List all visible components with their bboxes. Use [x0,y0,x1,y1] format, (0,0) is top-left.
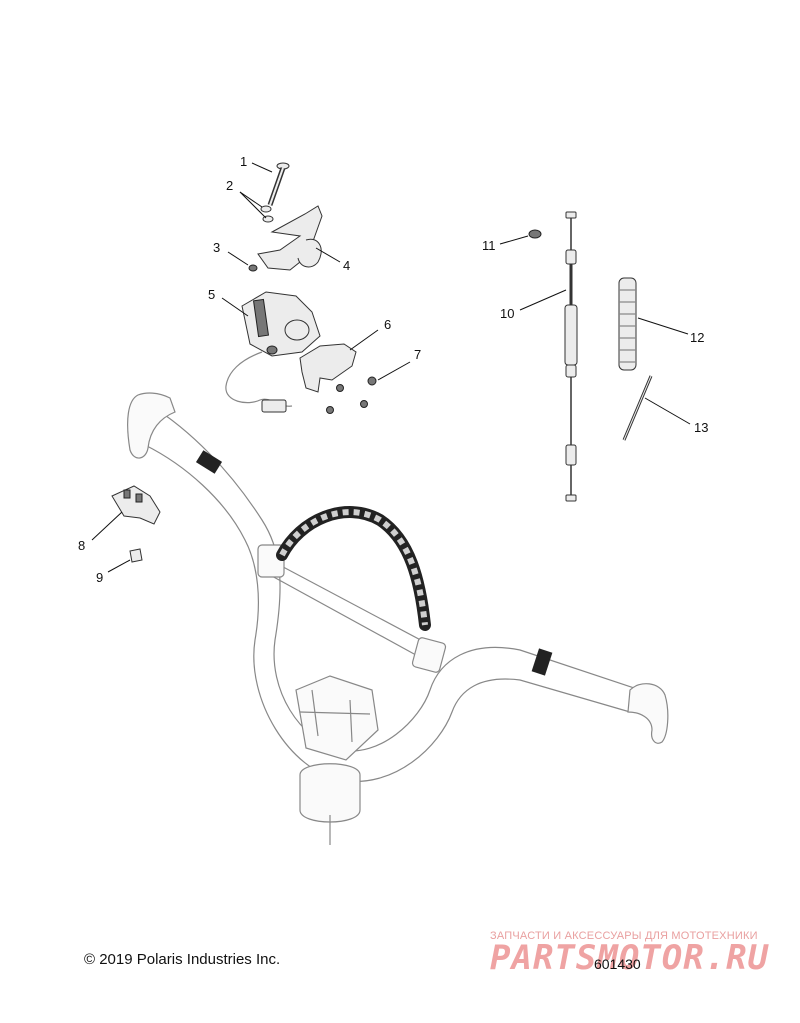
part-8-clip [111,485,161,525]
callout-9: 9 [96,570,103,585]
right-grip-band [531,648,553,676]
callout-12: 12 [690,330,704,345]
callout-3: 3 [213,240,220,255]
watermark-tagline: ЗАПЧАСТИ И АКСЕССУАРЫ ДЛЯ МОТОТЕХНИКИ [490,930,758,942]
callout-7: 7 [414,347,421,362]
part-9-grommet [129,548,143,563]
callout-11: 11 [482,238,496,253]
handlebar-ghost [127,392,669,845]
callout-labels: 1 2 3 4 5 6 7 8 9 10 11 12 13 [78,154,708,585]
part-3-nut [248,264,258,272]
part-11-clip [528,229,542,239]
part-6-cover-plate [299,343,357,393]
wiring-harness [276,506,431,631]
part-4-bracket [257,205,323,271]
figure-number: 601430 [594,956,641,972]
part-12-sleeve [618,277,637,371]
watermark-logo: PARTSMOTOR.RU [490,938,770,978]
callout-10: 10 [500,306,514,321]
callout-8: 8 [78,538,85,553]
callout-4: 4 [343,258,350,273]
callout-13: 13 [694,420,708,435]
part-13-cable-tie [622,375,653,441]
part-1-bolt [267,162,290,206]
part-10-cable [564,211,578,502]
callout-2: 2 [226,178,233,193]
part-5-switch-housing [225,291,321,413]
copyright-notice: © 2019 Polaris Industries Inc. [84,951,281,968]
part-7-screws [326,376,377,414]
left-grip-band [195,450,223,474]
callout-5: 5 [208,287,215,302]
callout-6: 6 [384,317,391,332]
callout-1: 1 [240,154,247,169]
part-2-washers [260,205,274,223]
leader-lines [91,162,691,573]
